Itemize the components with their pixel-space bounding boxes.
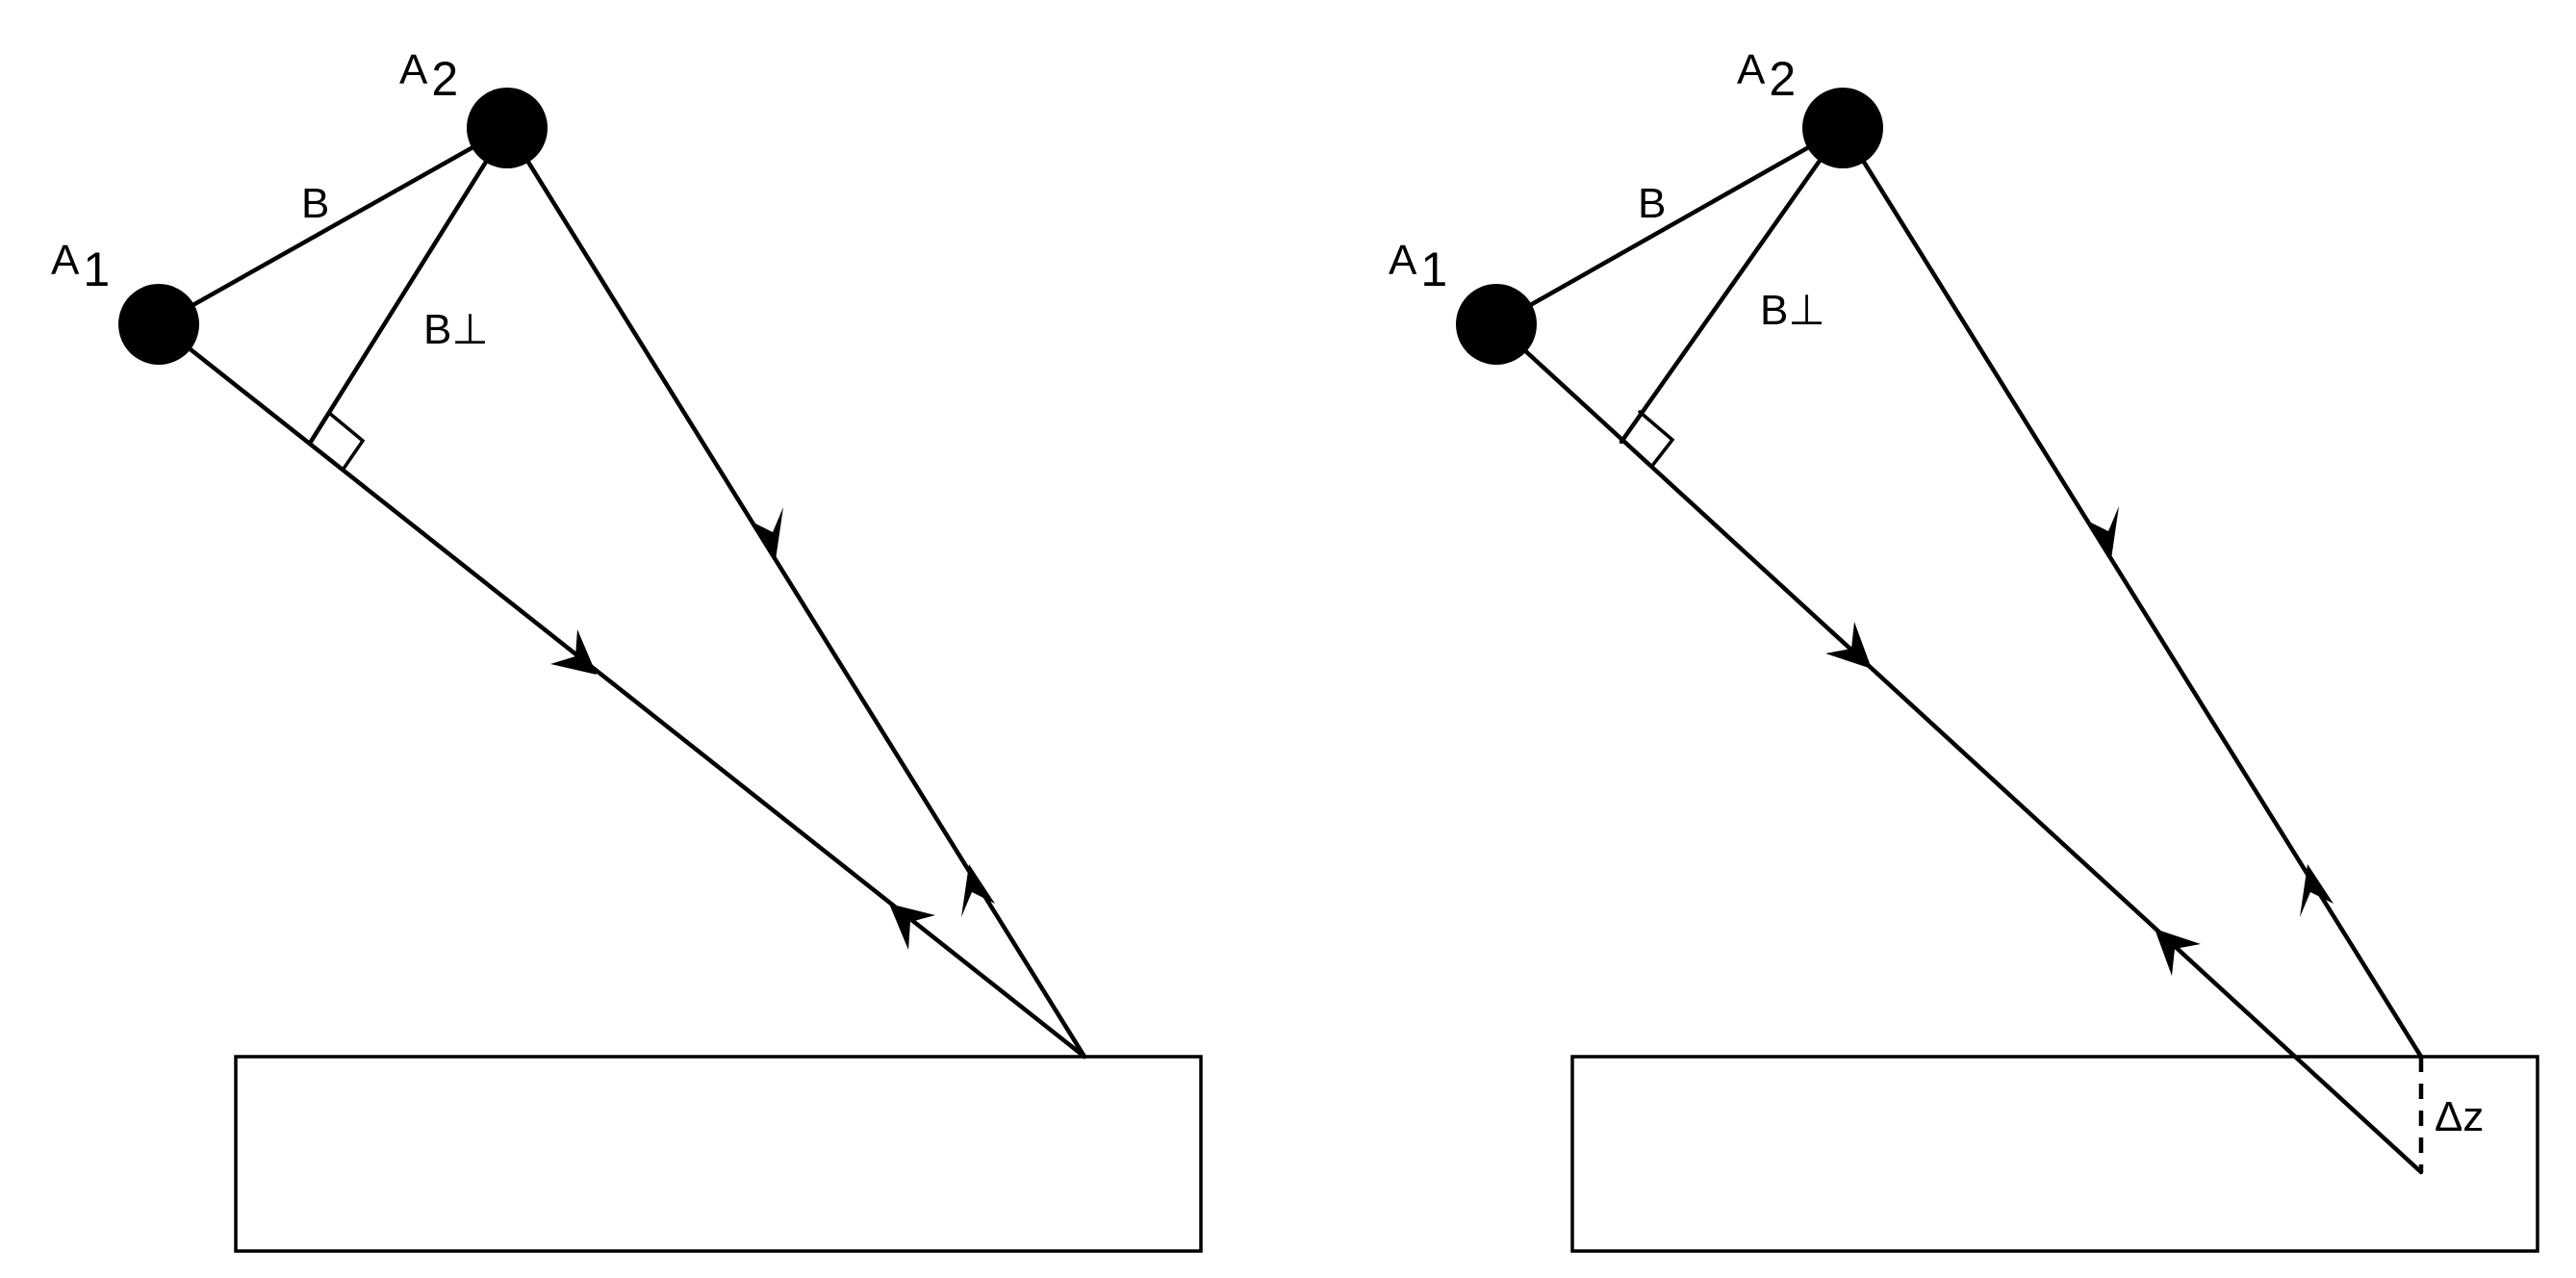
ground-surface-right — [1570, 1055, 2539, 1253]
label-a2-right: A2 — [1737, 46, 1796, 106]
antenna-a1-right — [1456, 284, 1537, 365]
ray-a1-right — [1493, 321, 2424, 1175]
baseline-right — [1493, 125, 1846, 327]
antenna-a1-left — [118, 284, 199, 365]
perp-baseline-left — [308, 125, 510, 445]
ray-a1-left — [156, 321, 1087, 1060]
arrowhead-up-a1-left — [889, 904, 935, 950]
baseline-left — [156, 125, 510, 327]
left-panel: A1 A2 B B⊥ — [51, 46, 1203, 1253]
ground-surface-left — [234, 1055, 1203, 1253]
label-perp-baseline-right: B⊥ — [1760, 287, 1825, 334]
arrowhead-up-a2-right — [2300, 864, 2334, 917]
right-angle-marker-left — [327, 411, 366, 471]
label-a1-left: A1 — [51, 237, 110, 296]
label-a1-right: A1 — [1389, 237, 1447, 296]
arrowhead-down-a2-right — [2085, 506, 2119, 559]
label-baseline-right: B — [1638, 180, 1666, 227]
antenna-a2-left — [467, 88, 548, 168]
label-perp-baseline-left: B⊥ — [423, 306, 489, 353]
perp-baseline-right — [1619, 125, 1846, 445]
label-baseline-left: B — [301, 180, 329, 227]
arrowhead-down-a1-left — [550, 629, 597, 675]
arrowhead-up-a1-right — [2155, 929, 2201, 976]
arrowhead-down-a2-left — [750, 507, 783, 560]
arrowhead-down-a1-right — [1825, 622, 1872, 669]
ray-a2-left — [504, 125, 1087, 1060]
label-height-difference: Δz — [2435, 1093, 2484, 1140]
antenna-a2-right — [1802, 88, 1883, 168]
label-a2-left: A2 — [399, 46, 458, 106]
arrowhead-up-a2-left — [961, 864, 995, 917]
right-panel: A1 A2 B B⊥ Δz — [1389, 46, 2539, 1253]
ray-a2-right — [1840, 125, 2424, 1060]
right-angle-marker-right — [1638, 410, 1675, 468]
